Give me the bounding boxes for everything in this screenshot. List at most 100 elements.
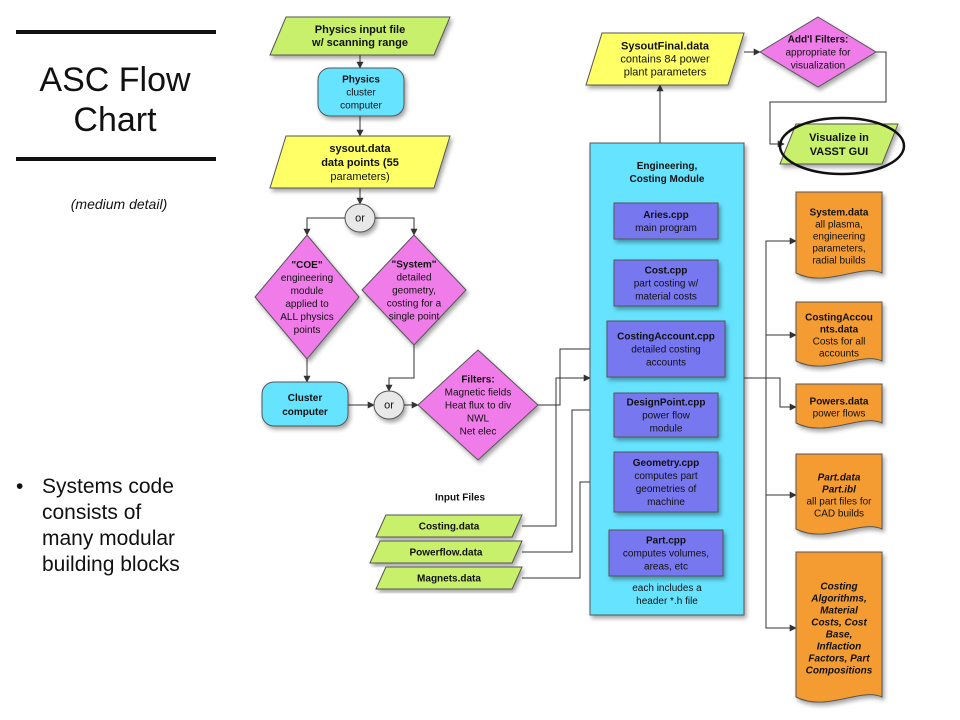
node-shape-parallelogram: [585, 32, 745, 86]
node-label-line: visualization: [791, 61, 845, 72]
node-input-files-label: Input Files: [435, 493, 485, 504]
node-shape-parallelogram: [269, 135, 451, 189]
node-label-line: Powers.data: [810, 396, 869, 407]
node-label-line: detailed costing: [631, 345, 701, 356]
slide-subtitle: (medium detail): [70, 196, 168, 212]
node-shape-rect: [606, 320, 726, 378]
connector-engineering-module-to-part-data: [765, 378, 797, 499]
node-shape-rect: [608, 529, 724, 577]
node-label-line: Cluster: [288, 393, 323, 404]
connector-engineering-module-to-costing-algorithms: [765, 495, 797, 632]
bullet-line: Systems code: [42, 475, 174, 498]
node-label-line: contains 84 power: [620, 54, 710, 66]
node-label-line: sysout.data: [329, 143, 391, 155]
title-top-rule: [16, 30, 216, 34]
connector-or-top-to-coe: [303, 217, 345, 236]
node-shape-diamond: [759, 16, 877, 88]
node-shape-document: [795, 551, 883, 703]
node-label-line: or: [384, 400, 394, 412]
node-label-line: computes volumes,: [623, 549, 709, 560]
node-label-line: radial builds: [812, 255, 865, 266]
bullet-line: building blocks: [42, 553, 180, 576]
node-label-line: CostingAccou: [805, 312, 873, 323]
node-label-line: Costing Module: [630, 174, 705, 185]
node-label-line: engineering: [813, 231, 865, 242]
title-bottom-rule: [16, 157, 216, 161]
node-label-line: Heat flux to div: [445, 401, 511, 412]
node-label-line: geometries of: [636, 484, 697, 495]
node-label-line: Aries.cpp: [643, 210, 689, 221]
node-label-line: Part.ibl: [822, 484, 856, 495]
node-label-line: Part.data: [818, 472, 861, 483]
node-label-line: Material: [820, 605, 858, 616]
node-or-bottom: or: [373, 390, 405, 420]
connector-engineering-module-to-powers-data: [744, 377, 797, 411]
node-label-line: computer: [340, 101, 382, 112]
node-label-line: accounts: [646, 358, 686, 369]
node-label-line: cluster: [346, 88, 376, 99]
node-label-line: Magnetic fields: [445, 388, 512, 399]
node-shape-rounded: [261, 381, 349, 427]
node-label-line: ALL physics: [280, 312, 334, 323]
node-label-line: Add'l Filters:: [788, 35, 849, 46]
node-label-line: "COE": [291, 260, 322, 271]
node-shape-circle: [344, 203, 376, 233]
node-shape-rect: [613, 259, 719, 307]
node-label-line: or: [355, 213, 365, 225]
node-label-line: Costs for all: [813, 336, 866, 347]
node-shape-rect: [613, 451, 719, 513]
node-label-line: SysoutFinal.data: [621, 41, 710, 53]
node-label-line: machine: [647, 497, 685, 508]
node-or-top: or: [344, 203, 376, 233]
node-shape-parallelogram: [375, 514, 523, 538]
node-label-line: NWL: [467, 414, 490, 425]
node-shape-parallelogram: [269, 16, 451, 56]
node-label-line: geometry,: [392, 286, 436, 297]
node-label-line: computes part: [634, 471, 698, 482]
node-shape-rounded: [317, 67, 405, 117]
node-label-line: DesignPoint.cpp: [627, 398, 706, 409]
node-label-line: VASST GUI: [810, 146, 868, 158]
node-label-line: Cost.cpp: [645, 266, 688, 277]
node-shape-diamond: [254, 234, 360, 360]
node-label-line: power flow: [642, 411, 691, 422]
node-label-line: applied to: [285, 299, 329, 310]
node-label-line: all part files for: [806, 496, 872, 507]
node-label-line: Magnets.data: [417, 574, 481, 585]
connectors-layer: [303, 48, 887, 632]
node-label-line: detailed: [396, 273, 431, 284]
node-label-line: Physics input file: [315, 24, 405, 36]
node-label-line: Compositions: [806, 665, 873, 676]
node-label-line: Base,: [826, 629, 853, 640]
slide-title: ASC Flow Chart: [10, 60, 220, 140]
bullet-dot-icon: •: [16, 475, 24, 498]
node-shape-diamond: [417, 349, 539, 461]
slide-title-line: ASC Flow: [39, 61, 191, 99]
node-label-line: areas, etc: [644, 562, 688, 573]
node-label-line: appropriate for: [785, 48, 851, 59]
node-label-line: Algorithms,: [810, 593, 867, 604]
node-label-line: power flows: [813, 408, 866, 419]
node-magnets-data: Magnets.data: [375, 566, 523, 590]
node-label-line: Costs, Cost: [811, 617, 867, 628]
node-label-line: computer: [282, 407, 328, 418]
node-shape-document: [795, 383, 883, 429]
node-label-line: points: [294, 325, 321, 336]
node-label-line: Powerflow.data: [410, 548, 483, 559]
node-label-line: single point: [389, 312, 440, 323]
node-label-line: System.data: [810, 207, 869, 218]
node-label-line: part costing w/: [634, 279, 699, 290]
slide-text-panel: ASC Flow Chart (medium detail) • Systems…: [0, 0, 240, 720]
